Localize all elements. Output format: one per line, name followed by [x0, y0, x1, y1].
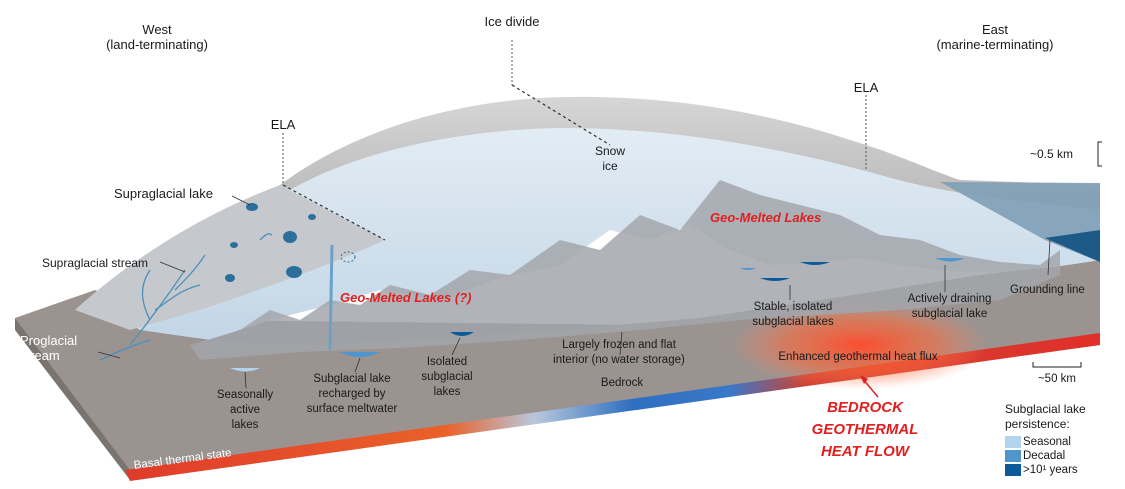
horizontal-scale-bar [1032, 362, 1082, 368]
legend-title: Subglacial lake persistence: [1005, 402, 1086, 431]
moulin [328, 244, 334, 351]
geothermal-flux-label: Enhanced geothermal heat flux [778, 351, 938, 363]
geo-melted-lakes-left-label: Geo-Melted Lakes (?) [340, 290, 472, 305]
ela-left-line [282, 184, 386, 241]
ocean-edge [1045, 230, 1100, 262]
frozen-interior-label: Largely frozen and flat interior (no wat… [553, 339, 685, 366]
ice-divide-line [511, 84, 611, 146]
bedrock-left-face [15, 318, 130, 480]
bedrock-label: Bedrock [600, 377, 644, 389]
seasonally-active-lakes-label: Seasonally active lakes [216, 389, 274, 431]
subglacial-mountains [190, 180, 1060, 360]
ela-left-label: ELA [270, 117, 296, 132]
geothermal-glow [730, 300, 990, 390]
vertical-scale-label: ~0.5 km [1030, 147, 1074, 161]
leader-lines [97, 195, 1051, 389]
supraglacial-streams [99, 233, 273, 361]
legend-swatch [1005, 464, 1021, 476]
geo-melted-lakes-right-label: Geo-Melted Lakes [710, 210, 822, 225]
legend-swatch [1005, 436, 1021, 448]
west-label: West (land-terminating) [106, 22, 208, 52]
grounding-line-label: Grounding line [1010, 284, 1085, 296]
ice-divide-label: Ice divide [484, 14, 540, 29]
isolated-lakes-label: Isolated subglacial lakes [421, 356, 473, 398]
actively-draining-lake-label: Actively draining subglacial lake [907, 293, 992, 320]
supraglacial-lakes [225, 203, 316, 282]
legend-swatch [1005, 450, 1021, 462]
legend-label: >10¹ years [1023, 464, 1078, 476]
heat-flow-arrowhead [860, 375, 868, 384]
ela-right-label: ELA [853, 80, 879, 95]
legend-label: Seasonal [1023, 436, 1071, 448]
drained-lake-outline [340, 251, 356, 263]
bedrock-heat-flow-label: BEDROCK GEOTHERMAL HEAT FLOW [811, 399, 919, 460]
ablation-zone-left [75, 185, 385, 330]
horizontal-scale-label: ~50 km [1037, 373, 1077, 385]
recharged-lake-label: Subglacial lake recharged by surface mel… [306, 373, 398, 415]
vertical-scale-bar [1097, 141, 1102, 167]
legend-label: Decadal [1023, 450, 1066, 462]
ice-surface-dome [280, 96, 1100, 210]
subglacial-lakes [230, 258, 965, 372]
ice-body [90, 128, 1100, 340]
east-label: East (marine-terminating) [936, 22, 1054, 52]
proglacial-stream-label: Proglacial stream [20, 333, 78, 363]
snow-ice-label: Snow ice [594, 144, 626, 173]
stable-isolated-lakes-label: Stable, isolated subglacial lakes [752, 301, 834, 328]
supraglacial-lake-label: Supraglacial lake [114, 186, 214, 201]
supraglacial-stream-label: Supraglacial stream [42, 256, 149, 270]
